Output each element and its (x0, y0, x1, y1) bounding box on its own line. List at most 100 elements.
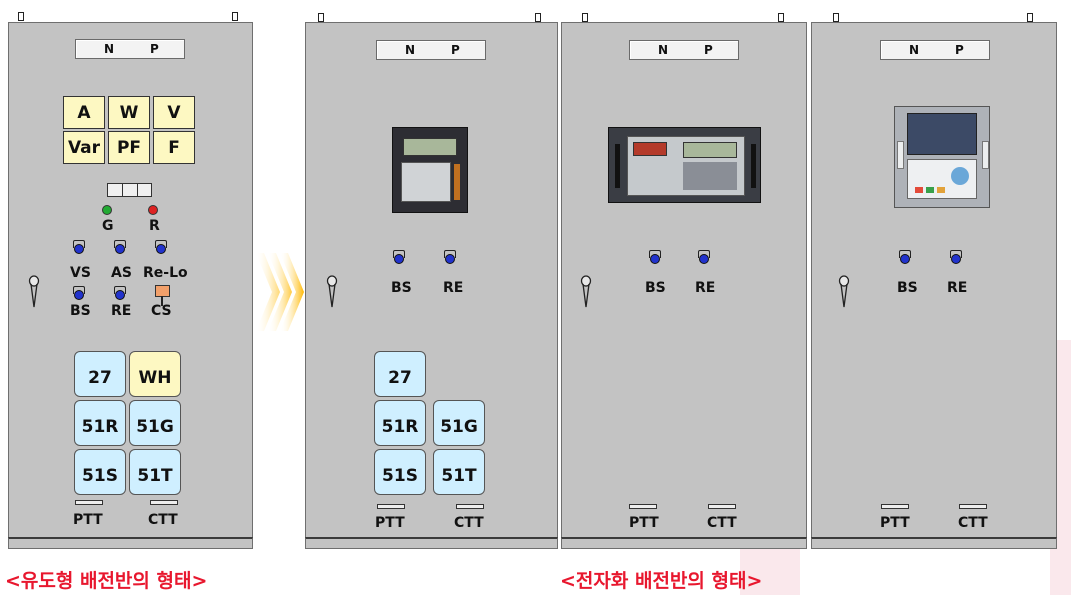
lifting-hook (18, 12, 24, 21)
switch-bs (73, 286, 85, 301)
green-lamp (102, 205, 112, 215)
relay-51t: 51T (129, 449, 181, 495)
device-button (926, 187, 934, 193)
relay-51s: 51S (374, 449, 426, 495)
np-nameplate: N P (629, 40, 739, 60)
ptt-terminal (629, 504, 657, 509)
switch-bs (899, 250, 911, 265)
digital-integrated-relay-device (894, 106, 990, 208)
lifting-hook (535, 13, 541, 22)
lifting-hook (833, 13, 839, 22)
meter-wattmeter: W (108, 96, 150, 129)
device-handle (897, 141, 904, 169)
ctt-terminal (708, 504, 736, 509)
meter-power-factor: PF (108, 131, 150, 164)
device-side-slot (751, 144, 756, 188)
label-re: RE (443, 280, 464, 296)
label-vs: VS (70, 265, 91, 281)
label-ctt: CTT (707, 515, 737, 531)
np-p-label: P (704, 43, 713, 57)
label-re: RE (947, 280, 968, 296)
door-handle-icon (28, 275, 40, 308)
panel-base (811, 537, 1057, 549)
panel-base (305, 537, 558, 549)
np-n-label: N (909, 43, 920, 57)
lamp-label-r: R (149, 218, 160, 234)
ctt-terminal (456, 504, 484, 509)
device-button (915, 187, 923, 193)
np-n-label: N (104, 42, 115, 56)
device-display (633, 142, 667, 156)
np-p-label: P (150, 42, 159, 56)
caption-electronic-type: <전자화 배전반의 형태> (560, 570, 763, 592)
relay-51r: 51R (74, 400, 126, 446)
door-handle-icon (326, 275, 338, 308)
lifting-hook (232, 12, 238, 21)
np-nameplate: N P (75, 39, 185, 59)
meter-varmeter: Var (63, 131, 105, 164)
label-bs: BS (70, 303, 91, 319)
label-ptt: PTT (375, 515, 405, 531)
lamp-label-g: G (102, 218, 114, 234)
device-keypad (683, 162, 737, 190)
np-n-label: N (658, 43, 669, 57)
device-display (403, 138, 457, 156)
relay-51g: 51G (129, 400, 181, 446)
label-relo: Re-Lo (143, 265, 188, 281)
ctt-terminal (959, 504, 987, 509)
red-lamp (148, 205, 158, 215)
relay-51t: 51T (433, 449, 485, 495)
label-re: RE (695, 280, 716, 296)
transition-arrow-icon (256, 253, 304, 331)
label-ctt: CTT (148, 512, 178, 528)
meter-voltmeter: V (153, 96, 195, 129)
meter-ammeter: A (63, 96, 105, 129)
label-as: AS (111, 265, 132, 281)
indicator-box (107, 183, 152, 197)
device-display (683, 142, 737, 158)
ptt-terminal (377, 504, 405, 509)
meter-frequency: F (153, 131, 195, 164)
label-ctt: CTT (454, 515, 484, 531)
switch-re (444, 250, 456, 265)
relay-51s: 51S (74, 449, 126, 495)
relay-27: 27 (74, 351, 126, 397)
lifting-hook (318, 13, 324, 22)
label-bs: BS (645, 280, 666, 296)
switch-re (114, 286, 126, 301)
lifting-hook (582, 13, 588, 22)
control-switch-handle (161, 296, 163, 306)
ptt-terminal (75, 500, 103, 505)
switch-re (950, 250, 962, 265)
ctt-terminal (150, 500, 178, 505)
device-led-strip (454, 164, 460, 200)
electronic-switchboard-panel-2 (561, 22, 807, 549)
digital-protection-relay-device (392, 127, 468, 213)
switch-vs (73, 240, 85, 255)
switch-bs (649, 250, 661, 265)
label-cs: CS (151, 303, 172, 319)
relay-51r: 51R (374, 400, 426, 446)
device-button (937, 187, 945, 193)
label-ptt: PTT (73, 512, 103, 528)
device-nav-pad (951, 167, 969, 185)
label-bs: BS (391, 280, 412, 296)
digital-multi-relay-device (608, 127, 761, 203)
caption-induction-type: <유도형 배전반의 형태> (5, 570, 208, 592)
device-side-slot (615, 144, 620, 188)
label-ptt: PTT (880, 515, 910, 531)
device-keypad (401, 162, 451, 202)
label-ctt: CTT (958, 515, 988, 531)
label-re: RE (111, 303, 132, 319)
ptt-terminal (881, 504, 909, 509)
switch-bs (393, 250, 405, 265)
panel-base (561, 537, 807, 549)
label-bs: BS (897, 280, 918, 296)
door-handle-icon (580, 275, 592, 308)
switch-as (114, 240, 126, 255)
panel-base (8, 537, 253, 549)
np-n-label: N (405, 43, 416, 57)
relay-27: 27 (374, 351, 426, 397)
np-nameplate: N P (376, 40, 486, 60)
device-handle (982, 141, 989, 169)
